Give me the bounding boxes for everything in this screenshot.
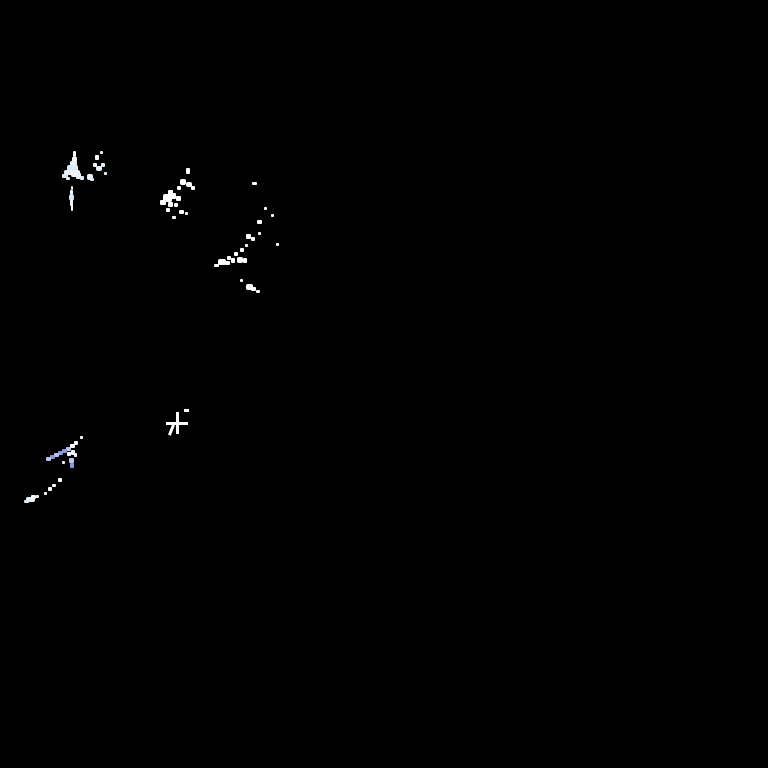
detection-blob <box>252 182 257 185</box>
detection-blob <box>218 259 226 265</box>
detection-blob <box>62 174 68 178</box>
detection-blob <box>67 452 71 456</box>
detection-blob <box>271 214 274 217</box>
detection-blob <box>24 500 29 503</box>
detection-blob <box>80 176 84 180</box>
detection-blob <box>231 258 235 263</box>
detection-blob <box>66 177 70 180</box>
detection-blob <box>70 161 77 166</box>
detection-blob <box>31 495 36 499</box>
detection-blob <box>69 194 74 201</box>
detection-blob <box>177 186 181 190</box>
detection-blob <box>44 492 47 495</box>
detection-blob <box>70 444 75 448</box>
detection-blob <box>74 441 78 445</box>
detection-blob <box>237 257 243 263</box>
detection-blob <box>80 436 83 439</box>
detection-blob <box>62 449 67 453</box>
detection-blob <box>258 232 261 235</box>
detection-blob <box>54 453 59 457</box>
detection-blob <box>93 163 97 167</box>
detection-blob <box>168 202 173 207</box>
detection-blob <box>73 151 76 157</box>
detection-blob <box>264 207 267 210</box>
detection-blob <box>46 457 51 461</box>
detection-blob <box>76 173 81 179</box>
detection-blob <box>70 200 73 206</box>
detection-blob <box>243 258 247 263</box>
detection-blob <box>87 174 93 180</box>
detection-blob <box>104 172 107 175</box>
detection-blob <box>185 212 188 215</box>
detection-blob <box>58 478 62 482</box>
detection-blob <box>176 196 181 201</box>
detection-blob <box>180 179 186 185</box>
detection-blob <box>74 453 77 457</box>
detection-blob <box>245 244 248 247</box>
detection-blob <box>246 284 253 290</box>
detection-blob <box>48 487 52 491</box>
detection-blob <box>71 205 73 211</box>
detection-blob <box>64 170 73 175</box>
detection-blob <box>52 484 56 487</box>
detection-blob <box>72 157 77 162</box>
detection-blob <box>179 210 184 214</box>
detection-blob <box>171 193 176 199</box>
detection-blob <box>240 279 243 282</box>
detection-blob <box>58 451 63 455</box>
detection-blob <box>276 243 279 246</box>
detection-blob <box>66 447 71 451</box>
detection-blob <box>160 200 166 205</box>
detection-blob <box>168 190 173 195</box>
detection-blob <box>70 190 73 195</box>
detection-blob <box>227 256 231 260</box>
detection-blob <box>90 178 94 181</box>
detection-blob <box>67 165 78 171</box>
crosshair-lower-left-tail <box>167 424 175 436</box>
detection-blob <box>234 252 238 256</box>
crosshair-marker[interactable] <box>166 412 188 436</box>
detection-blob <box>191 186 195 190</box>
detection-blob <box>186 182 192 187</box>
detection-blob <box>186 168 190 174</box>
detection-blob <box>101 163 105 167</box>
detection-blob <box>251 287 256 291</box>
detection-blob <box>240 248 244 252</box>
detection-blob <box>257 220 262 224</box>
crosshair-vertical-bar <box>175 412 179 434</box>
detection-blob <box>166 208 170 212</box>
detection-blob <box>71 170 80 177</box>
detection-blob <box>62 461 65 464</box>
detection-blob <box>69 458 74 463</box>
detection-blob <box>71 450 75 455</box>
detection-blob <box>50 455 55 459</box>
detection-blob <box>214 264 219 267</box>
detection-blob <box>71 186 73 190</box>
detection-blob <box>174 203 178 207</box>
detection-blob <box>36 495 39 498</box>
detection-blob <box>172 216 176 219</box>
detection-blob <box>225 261 230 265</box>
detection-blob <box>26 497 35 502</box>
detection-blob <box>251 237 255 241</box>
detection-blob <box>70 463 74 468</box>
detection-blob <box>256 290 260 293</box>
marker-detached-dot <box>184 409 189 412</box>
detection-blob <box>246 234 251 239</box>
detection-blob <box>100 151 103 154</box>
detection-blob <box>96 166 102 171</box>
detection-blob <box>95 155 99 160</box>
detection-blob <box>163 194 172 202</box>
